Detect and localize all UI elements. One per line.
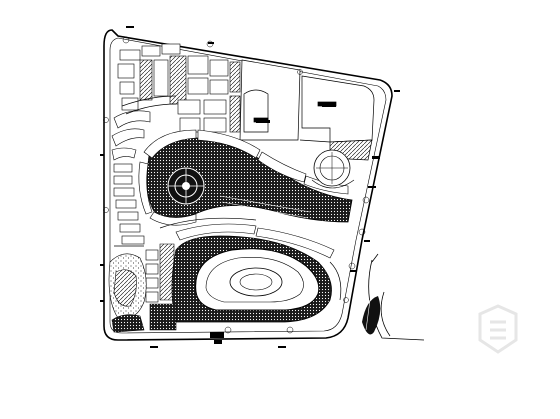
internal-roads (114, 95, 342, 301)
south-west-garden (108, 253, 147, 333)
south-entrance-band (149, 303, 224, 344)
annotation-marks (100, 26, 400, 348)
round-pavilion (311, 149, 355, 189)
watermark-logo-icon (478, 304, 518, 354)
trees (103, 36, 370, 334)
central-lake (171, 235, 332, 323)
tree-feature (362, 296, 381, 335)
south-villas (145, 223, 335, 303)
housing-cluster-north-west (117, 43, 241, 133)
site-boundary (103, 29, 393, 341)
west-villas (111, 110, 151, 245)
